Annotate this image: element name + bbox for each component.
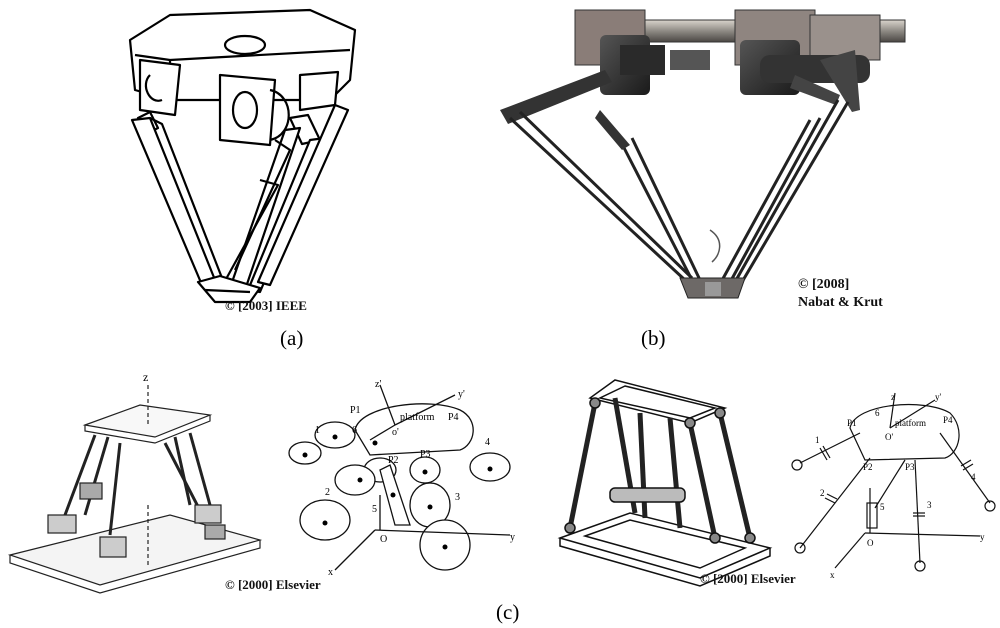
panel-c-caption: (c) <box>496 600 520 624</box>
left-zprime-label: z' <box>375 379 381 390</box>
panel-c-left-copyright: © [2000] Elsevier <box>225 577 321 592</box>
panel-b-caption: (b) <box>641 326 666 350</box>
right-p2-label: P2 <box>863 462 873 472</box>
right-platform-label: platform <box>895 418 926 428</box>
right-limb3-label: 3 <box>927 500 932 510</box>
left-yprime-label: y' <box>458 389 465 400</box>
panel-c-right-diagram: z y' platform O' P1 P4 P2 P3 1 2 3 4 5 6… <box>785 388 1000 588</box>
left-platform-label: platform <box>400 412 435 423</box>
left-y-label: y <box>510 532 515 543</box>
right-limb2-label: 2 <box>820 488 825 498</box>
left-limb6-label: 6 <box>352 425 357 436</box>
right-x-label: x <box>830 570 835 580</box>
panel-b-copyright-line2: Nabat & Krut <box>798 295 883 310</box>
panel-a-copyright: © [2003] IEEE <box>225 298 307 313</box>
left-limb2-label: 2 <box>325 487 330 498</box>
panel-c-right-copyright: © [2000] Elsevier <box>700 571 796 586</box>
right-p4-label: P4 <box>943 415 953 425</box>
panel-b-copyright-line1: © [2008] <box>798 277 850 292</box>
right-origin-label: O <box>867 538 874 548</box>
panel-c-right-mechanism <box>540 368 790 593</box>
left-p3-label: P3 <box>420 449 431 460</box>
panel-c-left-mechanism: z <box>0 365 270 595</box>
kinematic-diagram-left: z' y' platform o' P1 P4 P2 P3 1 2 3 4 5 … <box>288 379 515 578</box>
left-z-label: z <box>143 370 148 384</box>
right-oprime-label: O' <box>885 432 893 442</box>
right-y-label: y <box>980 532 985 542</box>
right-p1-label: P1 <box>847 418 857 428</box>
mechanism-drawing-left: z <box>7 370 263 594</box>
right-z-label: z <box>891 392 895 402</box>
right-limb5-label: 5 <box>880 502 885 512</box>
left-limb1-label: 1 <box>315 425 320 436</box>
left-oprime-label: o' <box>392 427 399 438</box>
kinematic-diagram-right: z y' platform O' P1 P4 P2 P3 1 2 3 4 5 6… <box>791 392 996 580</box>
panel-a-caption: (a) <box>280 326 304 350</box>
panel-c-left-diagram: z' y' platform o' P1 P4 P2 P3 1 2 3 4 5 … <box>280 375 540 595</box>
left-limb5-label: 5 <box>372 504 377 515</box>
panel-b: © [2008] Nabat & Krut <box>480 0 920 320</box>
right-limb4-label: 4 <box>971 472 976 482</box>
left-p4-label: P4 <box>448 412 459 423</box>
right-limb6-label: 6 <box>875 408 880 418</box>
right-limb1-label: 1 <box>815 435 820 445</box>
left-limb4-label: 4 <box>485 437 490 448</box>
panel-a: © [2003] IEEE <box>110 0 370 320</box>
right-yprime-label: y' <box>935 392 942 402</box>
left-x-label: x <box>328 567 333 578</box>
delta-robot-drawing <box>128 8 357 304</box>
left-p2-label: P2 <box>388 455 399 466</box>
left-p1-label: P1 <box>350 405 361 416</box>
left-origin-label: O <box>380 534 387 545</box>
delta-robot-photo <box>500 9 906 299</box>
right-p3-label: P3 <box>905 462 915 472</box>
mechanism-drawing-right <box>557 379 773 587</box>
left-limb3-label: 3 <box>455 492 460 503</box>
